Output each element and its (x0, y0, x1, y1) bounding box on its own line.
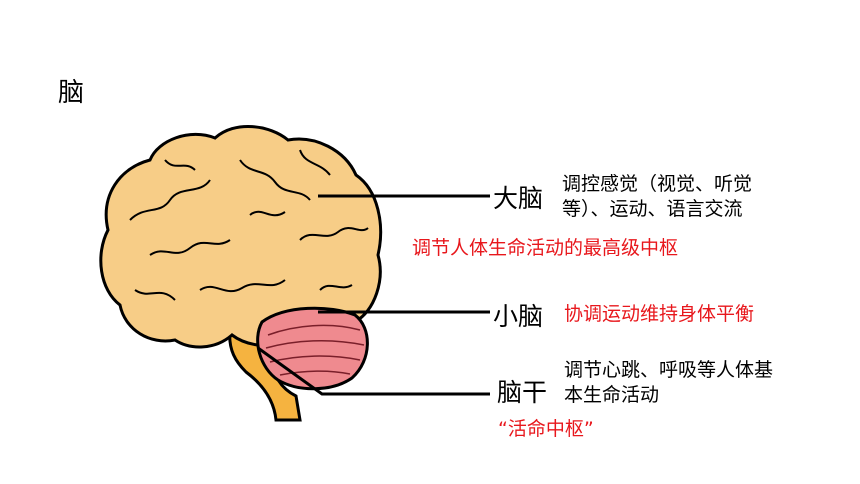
cerebrum-shape (99, 125, 383, 349)
page-title: 脑 (58, 78, 85, 108)
cerebrum-description-line: 调控感觉（视觉、听觉 (562, 173, 753, 195)
cerebellum-note: 协调运动维持身体平衡 (564, 303, 755, 325)
brainstem-description-line: 本生命活动 (564, 384, 660, 406)
cerebrum-gyri (129, 149, 369, 301)
cerebellum-folia (265, 324, 365, 376)
cerebellum-shape (256, 306, 369, 391)
cerebrum-description-line: 等）、运动、语言交流 (562, 198, 743, 220)
cerebellum-label: 小脑 (493, 302, 544, 331)
cerebrum-label: 大脑 (493, 184, 544, 213)
brainstem-description: 调节心跳、呼吸等人体基 本生命活动 (564, 358, 773, 408)
cerebrum-description: 调控感觉（视觉、听觉 等）、运动、语言交流 (562, 172, 752, 222)
brainstem-description-line: 调节心跳、呼吸等人体基 (564, 359, 774, 381)
brainstem-note: “活命中枢” (498, 418, 594, 440)
brainstem-leader-line (257, 346, 490, 396)
brainstem-label: 脑干 (497, 378, 548, 407)
cerebrum-note: 调节人体生命活动的最高级中枢 (412, 237, 679, 259)
